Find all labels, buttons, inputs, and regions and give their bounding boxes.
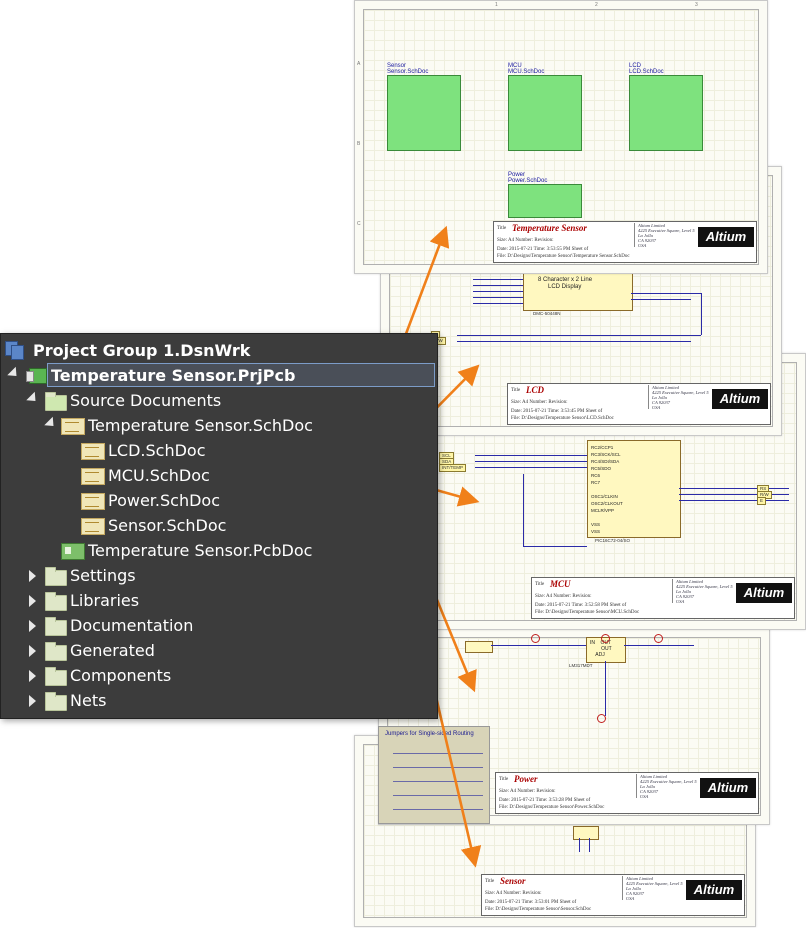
- tree-item-sensor-schdoc[interactable]: Sensor.SchDoc: [5, 513, 226, 538]
- folder-icon: [45, 617, 67, 636]
- schematic-document-icon: [81, 443, 105, 460]
- tree-item-nets[interactable]: Nets: [5, 688, 106, 713]
- sensor-sheet-title: Sensor: [500, 876, 526, 886]
- altium-logo: Altium: [686, 880, 742, 900]
- collapse-chevron-icon[interactable]: [29, 595, 36, 607]
- schematic-document-icon: [81, 518, 105, 535]
- altium-logo: Altium: [736, 583, 792, 603]
- folder-icon: [45, 667, 67, 686]
- jumpers-box: Jumpers for Single-sided Routing: [378, 726, 490, 824]
- lcd-display: 8 Character x 2 Line LCD Display: [523, 273, 633, 311]
- sensor-sheet-symbol[interactable]: [387, 75, 461, 151]
- collapse-chevron-icon[interactable]: [29, 570, 36, 582]
- collapse-chevron-icon[interactable]: [29, 645, 36, 657]
- selected-row-highlight: [47, 363, 435, 387]
- tree-item-source-documents[interactable]: Source Documents: [5, 388, 221, 413]
- power-sheet-title: Power: [514, 774, 538, 784]
- folder-icon: [45, 592, 67, 611]
- collapse-chevron-icon[interactable]: [29, 695, 36, 707]
- tree-item-top-schdoc[interactable]: Temperature Sensor.SchDoc: [5, 413, 313, 438]
- projects-panel: Project Group 1.DsnWrk Temperature Senso…: [0, 333, 438, 719]
- tree-item-lcd-schdoc[interactable]: LCD.SchDoc: [5, 438, 206, 463]
- collapse-chevron-icon[interactable]: [29, 670, 36, 682]
- schematic-document-icon: [81, 468, 105, 485]
- tree-item-libraries[interactable]: Libraries: [5, 588, 139, 613]
- power-sheet-symbol[interactable]: [508, 184, 582, 218]
- folder-icon: [45, 642, 67, 661]
- tree-item-generated[interactable]: Generated: [5, 638, 155, 663]
- folder-icon: [45, 692, 67, 711]
- power-connector-j1: [465, 641, 493, 653]
- project-group-icon: [5, 341, 25, 360]
- tree-item-pcbdoc[interactable]: Temperature Sensor.PcbDoc: [5, 538, 312, 563]
- tree-item-documentation[interactable]: Documentation: [5, 613, 193, 638]
- jumpers-title: Jumpers for Single-sided Routing: [385, 731, 474, 737]
- lcd-sheet-symbol[interactable]: [629, 75, 703, 151]
- tree-item-project[interactable]: Temperature Sensor.PrjPcb: [5, 363, 295, 388]
- schematic-document-icon: [81, 493, 105, 510]
- expand-chevron-icon[interactable]: [44, 416, 58, 431]
- sensor-connector: [573, 826, 599, 840]
- lcd-sheet-title: LCD: [526, 385, 544, 395]
- folder-icon: [45, 392, 67, 411]
- altium-logo: Altium: [698, 227, 754, 247]
- tree-item-power-schdoc[interactable]: Power.SchDoc: [5, 488, 220, 513]
- expand-chevron-icon[interactable]: [7, 366, 21, 381]
- altium-logo: Altium: [712, 389, 768, 409]
- schematic-document-icon: [61, 418, 85, 435]
- top-sheet-title: Temperature Sensor: [512, 223, 587, 233]
- expand-chevron-icon[interactable]: [26, 391, 40, 406]
- pcb-project-icon: [26, 368, 47, 384]
- altium-logo: Altium: [700, 778, 756, 798]
- mcu-sheet-symbol[interactable]: [508, 75, 582, 151]
- collapse-chevron-icon[interactable]: [29, 620, 36, 632]
- tree-item-mcu-schdoc[interactable]: MCU.SchDoc: [5, 463, 210, 488]
- tree-item-components[interactable]: Components: [5, 663, 171, 688]
- pcb-document-icon: [61, 543, 85, 560]
- tree-item-project-group[interactable]: Project Group 1.DsnWrk: [5, 338, 250, 363]
- folder-icon: [45, 567, 67, 586]
- tree-item-settings[interactable]: Settings: [5, 563, 136, 588]
- mcu-sheet-title: MCU: [550, 579, 571, 589]
